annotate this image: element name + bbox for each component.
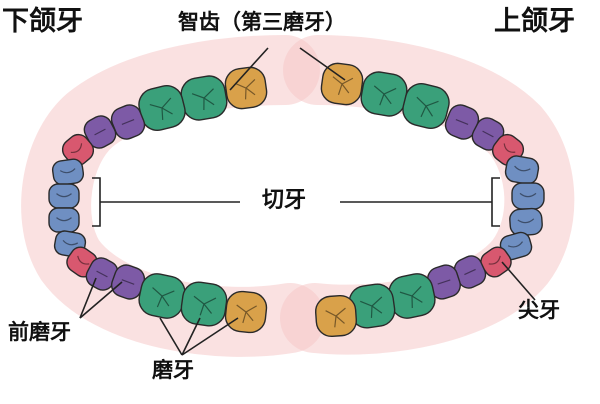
lower-lower-molar-1 (138, 273, 186, 319)
lower-upper-molar-1 (138, 84, 186, 132)
wisdom-line-right (299, 47, 346, 81)
upper-incisor-3 (509, 207, 543, 237)
upper-lower-wisdom-tooth (314, 294, 358, 338)
molar-line-2 (181, 317, 201, 356)
label-lower-jaw: 下颌牙 (2, 6, 83, 37)
label-incisors: 切牙 (262, 188, 307, 213)
lower-upper-premolar-1 (83, 115, 117, 149)
lower-upper-molar-2 (180, 75, 228, 121)
molar-line-1 (159, 317, 183, 356)
premolar-line-2 (79, 281, 123, 319)
label-molars: 磨牙 (152, 358, 194, 382)
lower-incisor-2 (48, 183, 80, 209)
teeth-layer (48, 62, 545, 338)
upper-incisor-4 (499, 231, 533, 261)
pointer-lines (79, 47, 536, 356)
lower-upper-canine (61, 133, 95, 167)
upper-upper-molar-2 (360, 71, 408, 117)
premolar-line-1 (79, 277, 97, 319)
label-upper-jaw: 上颌牙 (494, 6, 575, 37)
upper-upper-wisdom-tooth (320, 62, 364, 106)
canine-line (501, 261, 536, 301)
left-incisor-bracket (92, 177, 101, 227)
lower-upper-wisdom-tooth (224, 66, 268, 110)
right-incisor-bracket (491, 177, 500, 227)
label-premolars: 前磨牙 (8, 320, 71, 344)
wisdom-line-left (229, 47, 269, 91)
lower-incisor-3 (48, 207, 80, 233)
label-wisdom-tooth: 智齿（第三磨牙） (178, 10, 346, 34)
upper-upper-molar-1 (402, 82, 450, 130)
upper-incisor-2 (511, 182, 545, 210)
label-canine: 尖牙 (518, 298, 560, 322)
lower-lower-molar-2 (180, 281, 228, 327)
lower-lower-wisdom-tooth (224, 290, 268, 334)
molar-line-3 (181, 317, 239, 356)
lower-incisor-1 (51, 158, 85, 186)
